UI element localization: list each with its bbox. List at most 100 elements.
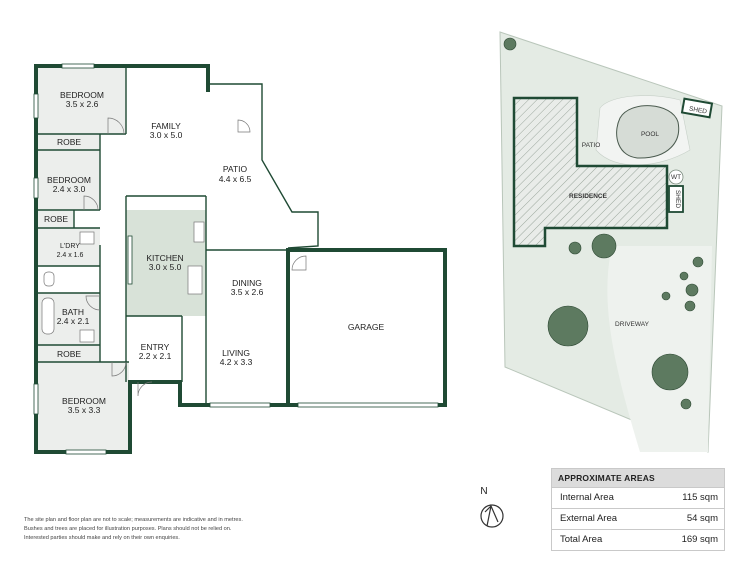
- interior-walls: [38, 68, 288, 405]
- site-label-pool: POOL: [641, 131, 659, 138]
- areas-row: Total Area 169 sqm: [552, 529, 724, 550]
- kitchen-fill: [126, 210, 206, 316]
- window: [209, 402, 271, 408]
- shed-top: [680, 97, 714, 119]
- tree: [692, 256, 704, 268]
- site-label-shed: SHED: [688, 105, 707, 115]
- door-swing: [137, 381, 153, 397]
- kitchen-sink: [193, 221, 205, 243]
- room-size-bedroom-3: 3.5 x 3.3: [68, 405, 101, 415]
- bedroom-top-fill: [38, 68, 126, 134]
- tree: [503, 37, 517, 51]
- room-name-entry: ENTRY: [141, 342, 170, 352]
- window: [33, 93, 39, 119]
- room-name-bedroom-1: BEDROOM: [60, 90, 104, 100]
- room-name-dining: DINING: [232, 278, 262, 288]
- disclaimer-line: Bushes and trees are placed for illustra…: [24, 526, 232, 532]
- garage-wall: [286, 248, 447, 407]
- site-label-driveway: DRIVEWAY: [615, 321, 650, 328]
- room-name-family: FAMILY: [151, 121, 181, 131]
- tree: [568, 241, 582, 255]
- room-name-bedroom-3: BEDROOM: [62, 396, 106, 406]
- room-size-kitchen: 3.0 x 5.0: [149, 262, 182, 272]
- window: [61, 63, 95, 69]
- room-name-garage: GARAGE: [348, 322, 385, 332]
- room-size-family: 3.0 x 5.0: [150, 130, 183, 140]
- toilet: [43, 271, 55, 287]
- floor-plan: BEDROOM 3.5 x 2.6 FAMILY 3.0 x 5.0 BEDRO…: [33, 63, 447, 455]
- door-swing: [237, 119, 251, 133]
- robe-label: ROBE: [57, 349, 81, 359]
- driveway: [607, 246, 712, 452]
- disclaimer-line: The site plan and floor plan are not to …: [24, 517, 243, 523]
- site-label-water-tank: WT: [671, 174, 681, 181]
- robe-top-fill: [38, 134, 100, 150]
- site-label-residence: RESIDENCE: [569, 193, 608, 200]
- basin: [79, 329, 95, 343]
- room-size-patio: 4.4 x 6.5: [219, 174, 252, 184]
- bedroom-mid-fill: [38, 150, 100, 210]
- door-swing: [291, 255, 307, 271]
- room-name-living: LIVING: [222, 348, 250, 358]
- room-size-bedroom-1: 3.5 x 2.6: [66, 99, 99, 109]
- disclaimer: The site plan and floor plan are not to …: [24, 516, 274, 543]
- disclaimer-line: Interested parties should make and rely …: [24, 535, 180, 541]
- area-label: Total Area: [560, 534, 603, 545]
- approximate-areas-table: APPROXIMATE AREAS Internal Area 115 sqm …: [551, 468, 725, 551]
- robe-label: ROBE: [44, 214, 68, 224]
- tree: [684, 300, 696, 312]
- bathtub: [41, 297, 55, 335]
- site-label-shed: SHED: [674, 190, 681, 208]
- door-swing: [83, 195, 99, 211]
- trees: [503, 37, 704, 410]
- door-swing: [111, 361, 127, 377]
- site-plan: SHED POOL PATIO WT RESIDENCE SHED DRIVEW…: [499, 31, 723, 453]
- tree: [651, 353, 689, 391]
- room-name-bedroom-2: BEDROOM: [47, 175, 91, 185]
- compass-arrow-icon: [484, 504, 499, 527]
- area-value: 54 sqm: [686, 513, 718, 524]
- tree: [679, 271, 689, 281]
- area-value: 169 sqm: [681, 534, 718, 545]
- areas-title: APPROXIMATE AREAS: [552, 469, 724, 487]
- room-size-bedroom-2: 2.4 x 3.0: [53, 184, 86, 194]
- door-swing: [85, 295, 101, 311]
- window: [33, 177, 39, 199]
- room-name-bath: BATH: [62, 307, 84, 317]
- window: [127, 235, 133, 285]
- tree: [661, 291, 671, 301]
- area-label: External Area: [560, 513, 618, 524]
- tree: [680, 398, 692, 410]
- robe-mid-fill: [38, 210, 74, 228]
- door-swing: [107, 117, 125, 135]
- patio-outline: [208, 83, 319, 249]
- area-value: 115 sqm: [682, 492, 718, 503]
- room-name-laundry: L'DRY: [60, 243, 80, 250]
- tree: [547, 305, 589, 347]
- areas-row: External Area 54 sqm: [552, 508, 724, 529]
- tree: [591, 233, 617, 259]
- robe-bottom-fill: [38, 345, 100, 362]
- room-size-living: 4.2 x 3.3: [220, 357, 253, 367]
- area-label: Internal Area: [560, 492, 614, 503]
- robe-label: ROBE: [57, 137, 81, 147]
- room-name-kitchen: KITCHEN: [146, 253, 183, 263]
- residence-footprint: [512, 96, 669, 248]
- laundry-tub: [79, 231, 95, 245]
- room-name-patio: PATIO: [223, 164, 248, 174]
- cooktop: [187, 265, 203, 295]
- areas-row: Internal Area 115 sqm: [552, 487, 724, 508]
- site-label-patio: PATIO: [582, 142, 601, 149]
- north-arrow: N: [480, 486, 504, 528]
- room-size-bath: 2.4 x 2.1: [57, 316, 90, 326]
- north-label: N: [480, 486, 487, 497]
- bedroom-bottom-fill: [38, 362, 129, 450]
- window: [65, 449, 107, 455]
- pool: [616, 105, 680, 159]
- room-size-laundry: 2.4 x 1.6: [57, 252, 84, 259]
- window: [297, 402, 439, 408]
- room-size-entry: 2.2 x 2.1: [139, 351, 172, 361]
- shed-side: [668, 185, 684, 213]
- water-tank: [668, 169, 684, 185]
